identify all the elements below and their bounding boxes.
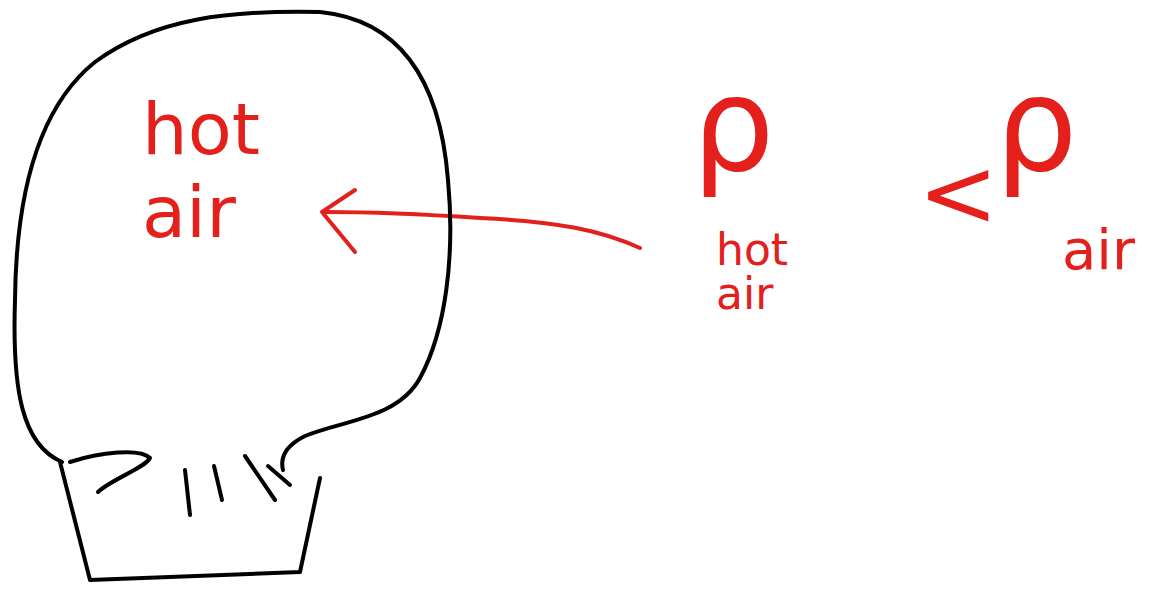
rope	[245, 456, 275, 500]
basket	[60, 462, 320, 580]
density-symbol: ρ	[995, 60, 1078, 190]
rope	[214, 466, 222, 500]
subscript: air	[1062, 222, 1135, 278]
balloon-envelope-outline	[15, 12, 451, 470]
node-label: hot air	[142, 88, 312, 254]
balloon-envelope: hot air	[0, 0, 470, 589]
rope	[185, 470, 190, 515]
leader-line	[326, 212, 640, 248]
comparison-sign: <	[918, 145, 998, 241]
leader-arrow	[322, 190, 640, 252]
subscript: hot air	[716, 228, 806, 316]
rope	[70, 452, 150, 492]
rope	[268, 466, 290, 485]
density-symbol: ρ	[692, 60, 775, 190]
arrow-head	[322, 190, 355, 252]
